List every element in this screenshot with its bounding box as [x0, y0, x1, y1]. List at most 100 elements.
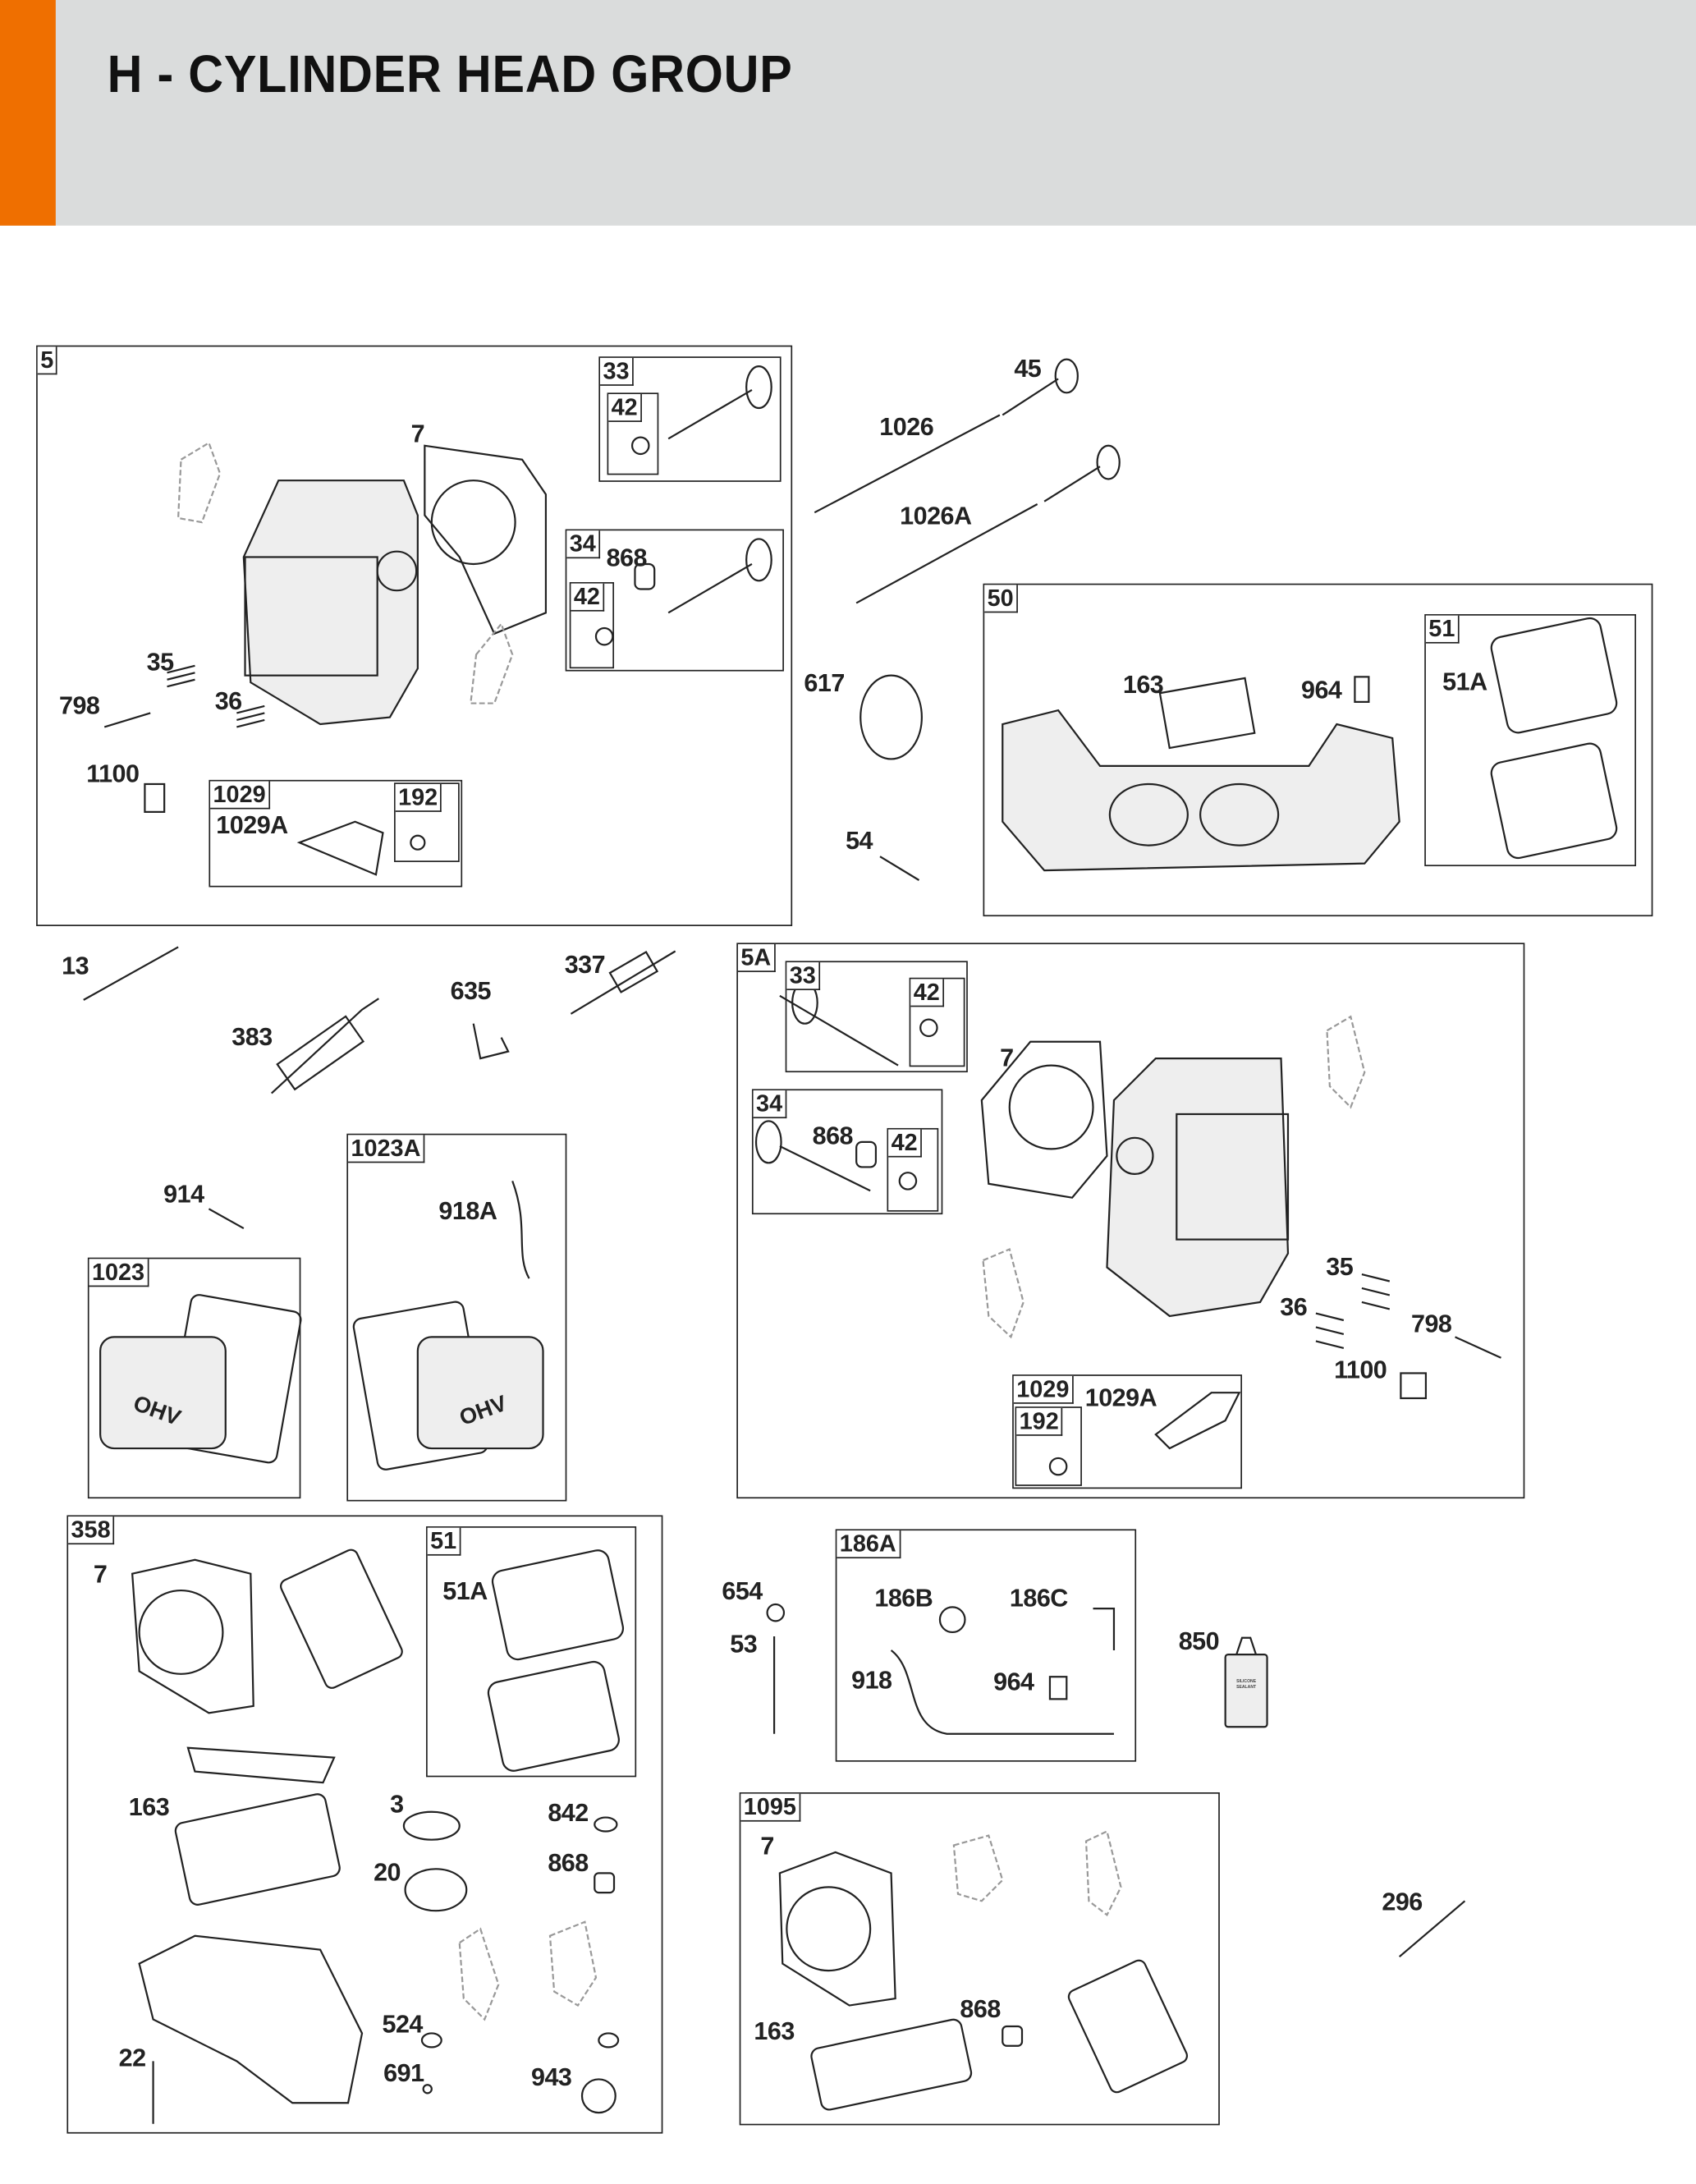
kit-box-5a: 5A: [736, 943, 1525, 1499]
kit-tag: 358: [68, 1516, 115, 1545]
kit-box-51: 51: [426, 1526, 637, 1778]
spring: [236, 704, 265, 728]
callout: 7: [1000, 1044, 1014, 1072]
intake-manifold: [1002, 709, 1400, 872]
kit-box-42: 42: [887, 1127, 939, 1212]
kit-tag: 33: [600, 357, 634, 386]
callout: 914: [163, 1180, 204, 1209]
crankcase-gasket: [138, 1934, 364, 2104]
intake-gasket: [982, 1247, 1024, 1339]
callout: 1100: [86, 759, 140, 788]
spring: [1361, 1273, 1391, 1310]
callout: 13: [62, 952, 89, 980]
accent-bar: [0, 0, 56, 226]
manifold-port: [1199, 782, 1280, 847]
valve: [779, 1145, 871, 1192]
kit-tag: 34: [753, 1090, 787, 1119]
callout: 918A: [438, 1196, 497, 1225]
valve-head: [754, 1120, 782, 1164]
callout: 53: [730, 1630, 758, 1659]
ring-691: [422, 2084, 433, 2095]
seal-3: [402, 1810, 461, 1841]
cover-gasket: [1067, 1959, 1189, 2094]
valve: [779, 994, 899, 1067]
callout: 691: [383, 2058, 424, 2087]
kit-tag: 42: [571, 583, 605, 612]
spring: [167, 664, 195, 688]
gasket-bore: [786, 1886, 872, 1972]
kit-tag: 34: [566, 530, 600, 559]
seal-ring: [859, 674, 923, 760]
kit-box-358: 358: [66, 1515, 663, 2134]
fitting-186c: [1093, 1608, 1116, 1650]
kit-tag: 192: [395, 783, 442, 812]
rocker-arm: [1154, 1392, 1241, 1450]
callout: 918: [851, 1666, 892, 1695]
kit-box-1023: 1023: [87, 1257, 301, 1499]
gasket-51a: [491, 1549, 625, 1661]
screw: [879, 856, 920, 881]
intake-gasket: [548, 1920, 598, 2007]
kit-box-42: 42: [909, 977, 965, 1067]
kit-box-1029: 1029: [209, 779, 463, 888]
callout: 45: [1014, 354, 1042, 383]
screw-914: [208, 1208, 245, 1230]
spark-plug: [570, 950, 676, 1015]
clip: [598, 2032, 620, 2049]
callout: 1029A: [1084, 1383, 1157, 1412]
kit-tag: 5A: [737, 944, 776, 972]
callout: 1026A: [900, 502, 972, 530]
kit-box-34: 34: [751, 1089, 943, 1215]
pushrod: [855, 503, 1038, 604]
intake-gasket: [1326, 1015, 1366, 1109]
callout: 798: [58, 691, 100, 720]
callout: 617: [804, 669, 845, 697]
cylinder-head-illustration: [1106, 1058, 1290, 1318]
pushrod: [814, 414, 1001, 514]
ring-524: [420, 2032, 442, 2049]
head-gasket: [424, 444, 548, 635]
head-frame: [244, 556, 378, 677]
ring-842: [594, 1816, 618, 1833]
kit-tag: 51: [427, 1527, 461, 1556]
callout: 51A: [1442, 668, 1487, 696]
kit-tag: 1023A: [348, 1135, 425, 1163]
valve-seal: [919, 1018, 938, 1038]
gasket-51a: [1490, 742, 1618, 860]
callout: 36: [1280, 1292, 1308, 1321]
gasket-51a: [1490, 617, 1618, 734]
gasket-163: [1158, 677, 1256, 750]
ring-943: [580, 2078, 617, 2114]
kit-box-33: 33: [785, 961, 968, 1073]
sealant-cap: [1235, 1636, 1258, 1655]
kit-tag: 33: [786, 962, 820, 990]
valve-head: [745, 365, 772, 410]
callout: 3: [390, 1790, 404, 1819]
valve-cover: [416, 1336, 544, 1450]
valve-lifter: [1043, 466, 1101, 502]
manifold-port: [1108, 782, 1189, 847]
callout: 7: [760, 1832, 774, 1861]
exhaust-port: [1116, 1136, 1154, 1175]
nut: [410, 834, 426, 851]
kit-tag: 192: [1016, 1407, 1063, 1436]
rocker-arm: [296, 820, 384, 876]
plug-964: [1048, 1676, 1068, 1700]
kit-box-1095: 1095: [739, 1792, 1220, 2126]
lifter-head: [1096, 444, 1121, 480]
tube-383: [271, 998, 379, 1094]
clip: [1400, 1372, 1428, 1400]
kit-tag: 42: [910, 979, 944, 1007]
hose-918: [890, 1649, 1114, 1735]
valve-guide: [634, 562, 656, 590]
spring: [1315, 1312, 1345, 1349]
valve-guide: [855, 1140, 878, 1168]
head-frame: [1176, 1113, 1290, 1241]
bearing-20: [404, 1868, 468, 1912]
page-title: H - CYLINDER HEAD GROUP: [107, 45, 793, 105]
valve-cover: [99, 1336, 227, 1450]
kit-tag: 1023: [89, 1259, 149, 1287]
callout: 163: [1122, 670, 1164, 699]
gasket-bore: [430, 479, 516, 566]
